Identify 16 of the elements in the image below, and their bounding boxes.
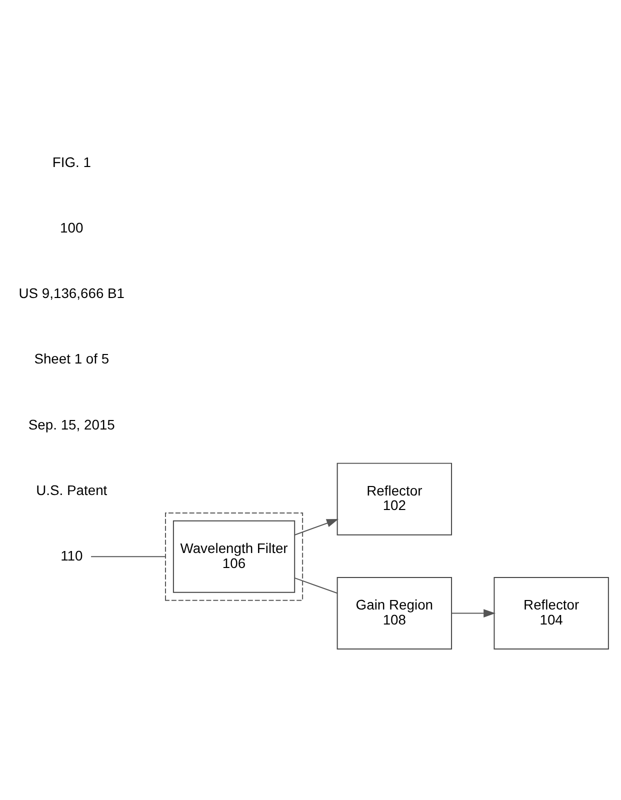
node-text: 110 xyxy=(60,546,83,563)
node-box: Wavelength Filter 106 xyxy=(172,520,296,592)
label: U.S. Patent xyxy=(36,481,108,498)
arrow xyxy=(451,608,496,617)
node-box: Gain Region 108 xyxy=(336,576,452,650)
label: FIG. 1 xyxy=(52,154,91,170)
node-box: Reflector 104 xyxy=(494,576,609,650)
label: US 9,136,666 B1 xyxy=(18,284,125,301)
arrow xyxy=(294,518,339,535)
cluster xyxy=(165,512,304,600)
label: Sep. 15, 2015 xyxy=(28,416,115,432)
connector xyxy=(294,577,338,594)
node-box: Reflector 102 xyxy=(336,462,452,535)
connector xyxy=(90,556,166,557)
label: 100 xyxy=(60,219,84,236)
label: Sheet 1 of 5 xyxy=(34,350,110,366)
